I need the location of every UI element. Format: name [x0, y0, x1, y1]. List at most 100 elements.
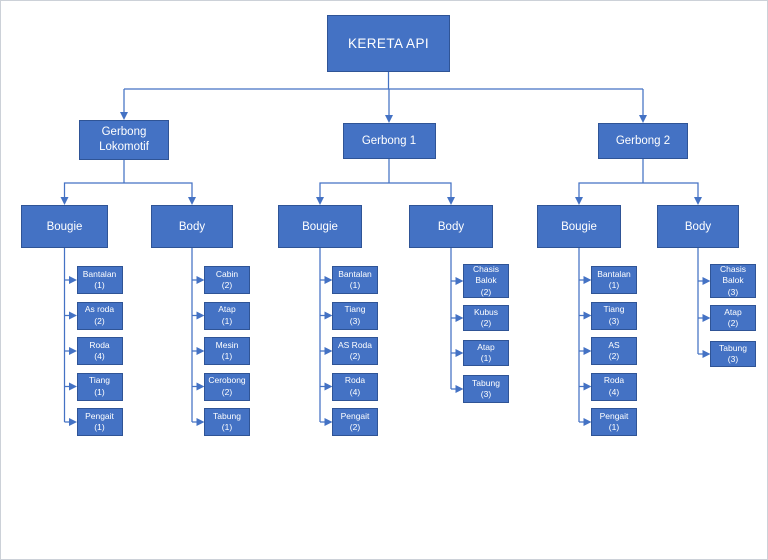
branch-node-label: Body — [437, 220, 465, 233]
leaf-node-count: (1) — [221, 351, 233, 361]
connector-segment — [124, 182, 197, 206]
leaf-node: Atap(1) — [463, 340, 509, 366]
root-node-label: KERETA API — [347, 36, 430, 51]
leaf-node: Roda(4) — [591, 372, 637, 401]
leaf-node-label: Cerobong — [208, 375, 246, 386]
leaf-node-label: Roda — [344, 375, 366, 386]
group-node-label: Gerbong Lokomotif — [99, 126, 149, 153]
leaf-node: Chasis Balok(3) — [710, 264, 756, 298]
leaf-node-count: (1) — [480, 353, 492, 363]
leaf-node-count: (1) — [94, 422, 105, 432]
leaf-node-count: (1) — [94, 280, 105, 290]
group-node-label: Gerbong 1 — [361, 134, 417, 147]
leaf-node-count: (2) — [608, 351, 620, 361]
leaf-node: Atap(2) — [710, 305, 756, 331]
leaf-node-label: Bantalan — [338, 268, 372, 279]
leaf-node: Tabung(1) — [204, 408, 250, 436]
leaf-node-label: AS Roda — [337, 339, 373, 350]
leaf-node-count: (1) — [349, 280, 361, 290]
leaf-node-count: (2) — [480, 318, 492, 328]
group-node: Gerbong Lokomotif — [79, 120, 169, 160]
leaf-node-label: Tiang — [89, 375, 110, 386]
connector-segment — [315, 182, 389, 206]
leaf-node: Tiang(3) — [332, 301, 378, 330]
branch-node-label: Bougie — [46, 220, 83, 233]
root-node: KERETA API — [327, 15, 450, 72]
leaf-node-label: AS — [608, 339, 620, 350]
leaf-node-count: (3) — [727, 286, 739, 297]
branch-node-label: Bougie — [561, 220, 597, 233]
leaf-node-label: Chasis Balok — [473, 264, 499, 286]
branch-node: Body — [409, 205, 493, 248]
branch-node: Bougie — [278, 205, 362, 248]
leaf-node: Bantalan(1) — [591, 266, 637, 294]
leaf-node-label: Bantalan — [82, 268, 117, 279]
leaf-node-count: (1) — [608, 280, 620, 290]
leaf-node-count: (1) — [221, 422, 233, 432]
leaf-node-count: (2) — [480, 286, 492, 297]
leaf-node-count: (3) — [349, 315, 361, 326]
leaf-node-label: Tiang — [603, 304, 625, 315]
leaf-node-label: As roda — [84, 304, 115, 315]
leaf-node-label: Roda — [89, 339, 110, 350]
leaf-node-count: (2) — [349, 351, 361, 361]
leaf-node-label: Mesin — [215, 339, 239, 350]
leaf-node-label: Pengait — [599, 410, 629, 421]
leaf-node: Cerobong(2) — [204, 372, 250, 401]
leaf-node: Tabung(3) — [710, 341, 756, 367]
leaf-node: Pengait(2) — [332, 408, 378, 436]
branch-node-label: Body — [178, 220, 206, 233]
leaf-node-count: (2) — [94, 315, 105, 326]
leaf-node: Tiang(3) — [591, 301, 637, 330]
leaf-node-count: (3) — [608, 315, 620, 326]
leaf-node-label: Tabung — [213, 410, 241, 421]
leaf-node-count: (1) — [608, 422, 620, 432]
leaf-node-label: Chasis Balok — [720, 264, 746, 286]
leaf-node: Bantalan(1) — [332, 266, 378, 294]
group-node: Gerbong 1 — [342, 123, 436, 159]
leaf-node-label: Tiang — [344, 304, 366, 315]
leaf-node-label: Tabung — [719, 342, 747, 353]
leaf-node-label: Cabin — [215, 268, 239, 279]
leaf-node-label: Roda — [603, 375, 625, 386]
leaf-node: AS Roda(2) — [332, 337, 378, 365]
leaf-node: Roda(4) — [332, 372, 378, 401]
branch-node: Body — [151, 205, 233, 248]
leaf-node-label: Kubus — [473, 306, 499, 317]
leaf-node-label: Atap — [218, 304, 236, 315]
leaf-node: Mesin(1) — [204, 337, 250, 365]
leaf-node-label: Pengait — [85, 410, 114, 421]
leaf-node: Atap(1) — [204, 301, 250, 330]
leaf-node-count: (3) — [480, 389, 492, 399]
leaf-node-count: (4) — [349, 386, 361, 397]
connector-segment — [60, 182, 124, 206]
leaf-node-count: (2) — [221, 386, 233, 397]
leaf-node: As roda(2) — [76, 301, 123, 330]
leaf-node-count: (2) — [727, 318, 739, 328]
leaf-node-count: (2) — [221, 280, 233, 290]
leaf-node: AS(2) — [591, 337, 637, 365]
leaf-node-label: Atap — [724, 306, 742, 317]
leaf-node: Roda(4) — [76, 337, 123, 365]
leaf-node-count: (1) — [94, 386, 105, 397]
leaf-node-count: (2) — [349, 422, 361, 432]
leaf-node: Pengait(1) — [76, 408, 123, 436]
leaf-node-count: (3) — [727, 354, 739, 364]
branch-node: Bougie — [21, 205, 108, 248]
connector-segment — [574, 182, 643, 206]
leaf-node: Tabung(3) — [463, 375, 509, 403]
leaf-node-label: Atap — [477, 341, 495, 352]
leaf-node: Tiang(1) — [76, 372, 123, 401]
leaf-node: Bantalan(1) — [76, 266, 123, 294]
group-node-label: Gerbong 2 — [615, 134, 671, 147]
connector-segment — [643, 182, 703, 206]
leaf-node-count: (4) — [608, 386, 620, 397]
group-node: Gerbong 2 — [598, 123, 688, 159]
leaf-node-label: Bantalan — [597, 268, 631, 279]
leaf-node: Kubus(2) — [463, 305, 509, 331]
branch-node: Body — [657, 205, 739, 248]
leaf-node-label: Pengait — [340, 410, 370, 421]
connector-segment — [389, 182, 456, 206]
leaf-node-label: Tabung — [472, 377, 500, 388]
